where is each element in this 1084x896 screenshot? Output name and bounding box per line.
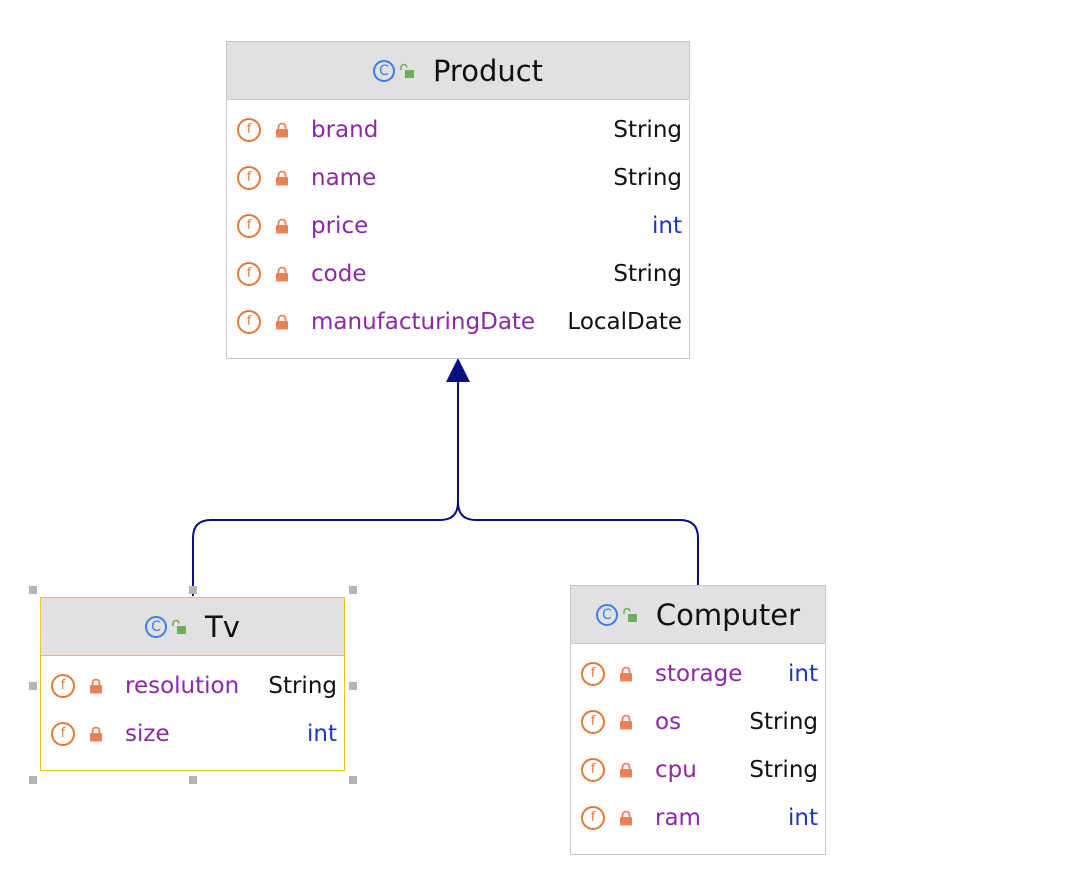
padlock-icon — [276, 218, 288, 234]
field-row[interactable]: f manufacturingDate LocalDate — [227, 298, 689, 346]
field-name: storage — [655, 661, 743, 687]
resize-handle-bottom-right[interactable] — [349, 776, 357, 784]
resize-handle-middle-left[interactable] — [29, 682, 37, 690]
field-list: f resolution String f size int — [41, 656, 344, 758]
c-class-icon: C — [372, 59, 395, 82]
padlock-icon — [276, 266, 288, 282]
field-name: ram — [655, 805, 701, 831]
computer-class-header[interactable]: C Computer — [571, 586, 825, 644]
tv-class-header[interactable]: C Tv — [41, 598, 344, 656]
field-list: f brand String f name String f price int… — [227, 100, 689, 346]
field-type: String — [613, 117, 682, 143]
field-name: resolution — [125, 673, 240, 699]
f-field-icon: f — [237, 118, 261, 142]
field-row[interactable]: f price int — [227, 202, 689, 250]
product-class-node[interactable]: C Product f brand String f name String f… — [226, 41, 690, 359]
field-name: os — [655, 709, 682, 735]
field-list: f storage int f os String f cpu String f… — [571, 644, 825, 842]
field-row[interactable]: f resolution String — [41, 662, 344, 710]
f-field-icon: f — [237, 310, 261, 334]
f-field-icon: f — [581, 710, 605, 734]
field-name: price — [311, 213, 369, 239]
field-name: code — [311, 261, 367, 287]
resize-handle-middle-right[interactable] — [349, 682, 357, 690]
computer-inheritance-edge[interactable] — [457, 501, 699, 585]
padlock-icon — [620, 714, 632, 730]
field-type: String — [268, 673, 337, 699]
padlock-icon — [620, 666, 632, 682]
field-type: String — [613, 165, 682, 191]
field-row[interactable]: f cpu String — [571, 746, 825, 794]
resize-handle-top-right[interactable] — [349, 586, 357, 594]
padlock-icon — [90, 726, 102, 742]
resize-handle-bottom-left[interactable] — [29, 776, 37, 784]
field-type: String — [749, 757, 818, 783]
field-type: int — [307, 721, 337, 747]
field-row[interactable]: f brand String — [227, 106, 689, 154]
field-type: String — [749, 709, 818, 735]
field-name: size — [125, 721, 170, 747]
field-row[interactable]: f os String — [571, 698, 825, 746]
field-type: int — [788, 805, 818, 831]
unlocked-padlock-icon — [172, 619, 187, 634]
field-row[interactable]: f ram int — [571, 794, 825, 842]
tv-inheritance-edge[interactable] — [192, 380, 459, 596]
tv-class-node[interactable]: C Tv f resolution String f size int — [40, 597, 345, 771]
field-type: LocalDate — [567, 309, 682, 335]
field-type: int — [788, 661, 818, 687]
field-name: cpu — [655, 757, 697, 783]
f-field-icon: f — [51, 722, 75, 746]
unlocked-padlock-icon — [623, 607, 637, 622]
f-field-icon: f — [237, 214, 261, 238]
padlock-icon — [620, 810, 632, 826]
field-row[interactable]: f name String — [227, 154, 689, 202]
resize-handle-top-center[interactable] — [189, 586, 197, 594]
f-field-icon: f — [237, 262, 261, 286]
field-type: int — [652, 213, 682, 239]
f-field-icon: f — [51, 674, 75, 698]
f-field-icon: f — [581, 758, 605, 782]
padlock-icon — [620, 762, 632, 778]
field-name: brand — [311, 117, 379, 143]
padlock-icon — [90, 678, 102, 694]
field-row[interactable]: f size int — [41, 710, 344, 758]
class-name: Computer — [655, 597, 801, 632]
inheritance-arrowhead — [446, 358, 470, 382]
f-field-icon: f — [237, 166, 261, 190]
f-field-icon: f — [581, 806, 605, 830]
c-class-icon: C — [595, 603, 618, 626]
class-name: Tv — [205, 609, 240, 644]
c-class-icon: C — [145, 615, 168, 638]
field-row[interactable]: f storage int — [571, 650, 825, 698]
field-row[interactable]: f code String — [227, 250, 689, 298]
field-name: name — [311, 165, 377, 191]
padlock-icon — [276, 314, 288, 330]
class-name: Product — [432, 53, 544, 88]
padlock-icon — [276, 122, 288, 138]
product-class-header[interactable]: C Product — [227, 42, 689, 100]
f-field-icon: f — [581, 662, 605, 686]
padlock-icon — [276, 170, 288, 186]
resize-handle-bottom-center[interactable] — [189, 776, 197, 784]
resize-handle-top-left[interactable] — [29, 586, 37, 594]
field-name: manufacturingDate — [311, 309, 536, 335]
field-type: String — [613, 261, 682, 287]
unlocked-padlock-icon — [400, 63, 414, 78]
computer-class-node[interactable]: C Computer f storage int f os String f c… — [570, 585, 826, 855]
